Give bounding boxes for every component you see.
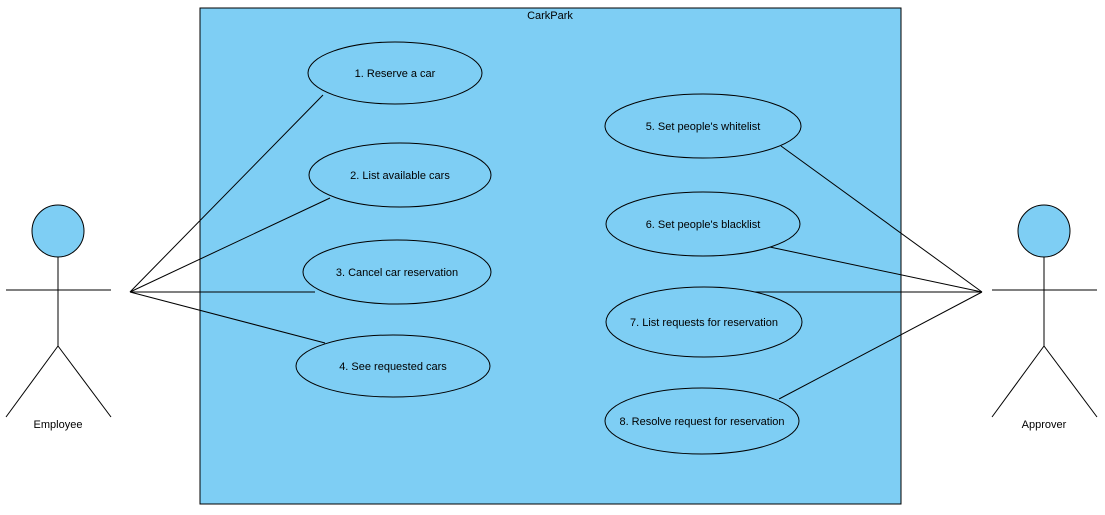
- actor-right-leg: [57, 345, 112, 418]
- association-employee-uc4: [129, 291, 326, 344]
- actor-head: [31, 204, 85, 258]
- actor-label: Employee: [34, 419, 83, 431]
- use-case-ellipse: [605, 191, 801, 257]
- actor-label: Approver: [1022, 419, 1067, 431]
- association-approver-uc5: [780, 145, 983, 293]
- employee-associations: [129, 94, 331, 344]
- use-case-label: 6. Set people's blacklist: [646, 219, 761, 231]
- use-case-ellipse: [295, 334, 491, 398]
- use-case-label: 7. List requests for reservation: [630, 317, 778, 329]
- use-case-7[interactable]: 7. List requests for reservation: [605, 286, 803, 358]
- actor-left-leg: [5, 345, 59, 418]
- use-case-label: 8. Resolve request for reservation: [619, 416, 784, 428]
- use-case-ellipse: [604, 387, 800, 455]
- use-case-ellipse: [302, 239, 492, 305]
- use-case-ellipse: [605, 286, 803, 358]
- actor-approver[interactable]: Approver: [991, 204, 1098, 431]
- use-case-ellipse: [604, 93, 802, 159]
- approver-associations: [755, 145, 983, 400]
- actor-head: [1017, 204, 1071, 258]
- system-title: CarkPark: [527, 10, 573, 22]
- actor-right-leg: [1043, 345, 1098, 418]
- use-case-label: 1. Reserve a car: [355, 68, 436, 80]
- association-employee-uc1: [129, 94, 324, 293]
- use-case-3[interactable]: 3. Cancel car reservation: [302, 239, 492, 305]
- use-case-4[interactable]: 4. See requested cars: [295, 334, 491, 398]
- use-case-ellipse: [307, 41, 483, 105]
- use-case-label: 3. Cancel car reservation: [336, 267, 458, 279]
- use-case-2[interactable]: 2. List available cars: [308, 142, 492, 208]
- use-case-8[interactable]: 8. Resolve request for reservation: [604, 387, 800, 455]
- use-case-6[interactable]: 6. Set people's blacklist: [605, 191, 801, 257]
- use-case-label: 5. Set people's whitelist: [646, 121, 761, 133]
- use-case-1[interactable]: 1. Reserve a car: [307, 41, 483, 105]
- association-approver-uc6: [764, 245, 983, 293]
- association-approver-uc8: [778, 291, 983, 400]
- actor-employee[interactable]: Employee: [5, 204, 112, 431]
- association-employee-uc2: [129, 197, 331, 293]
- use-case-label: 2. List available cars: [350, 170, 450, 182]
- use-case-5[interactable]: 5. Set people's whitelist: [604, 93, 802, 159]
- use-case-label: 4. See requested cars: [339, 361, 447, 373]
- actor-left-leg: [991, 345, 1045, 418]
- use-case-ellipse: [308, 142, 492, 208]
